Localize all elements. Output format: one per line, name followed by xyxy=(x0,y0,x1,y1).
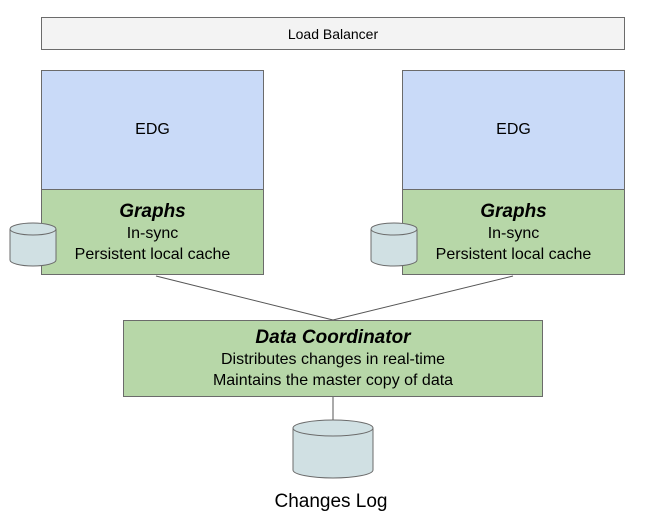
edg-box-left: EDG xyxy=(41,70,264,190)
graphs-box-left: Graphs In-sync Persistent local cache xyxy=(41,189,264,275)
changes-log-label: Changes Log xyxy=(274,491,388,512)
coordinator-line-master-copy: Maintains the master copy of data xyxy=(212,372,454,389)
graphs-box-right: Graphs In-sync Persistent local cache xyxy=(402,189,625,275)
load-balancer: Load Balancer xyxy=(41,17,625,50)
edg-label: EDG xyxy=(496,121,531,138)
graphs-line-cache: Persistent local cache xyxy=(435,245,592,263)
graphs-line-insync: In-sync xyxy=(126,224,179,242)
data-coordinator-box: Data Coordinator Distributes changes in … xyxy=(123,320,543,397)
edg-box-right: EDG xyxy=(402,70,625,190)
database-cylinder-icon xyxy=(292,419,374,479)
connector-right-node-to-coordinator xyxy=(332,275,514,321)
connector-left-node-to-coordinator xyxy=(155,275,334,321)
load-balancer-label: Load Balancer xyxy=(287,25,379,42)
database-cylinder-icon xyxy=(370,222,418,267)
graphs-line-cache: Persistent local cache xyxy=(74,245,231,263)
graphs-line-insync: In-sync xyxy=(487,224,540,242)
graphs-title: Graphs xyxy=(480,200,547,222)
edg-label: EDG xyxy=(135,121,170,138)
coordinator-line-distributes: Distributes changes in real-time xyxy=(220,351,446,368)
coordinator-title: Data Coordinator xyxy=(255,327,411,348)
database-cylinder-icon xyxy=(9,222,57,267)
graphs-title: Graphs xyxy=(119,200,186,222)
